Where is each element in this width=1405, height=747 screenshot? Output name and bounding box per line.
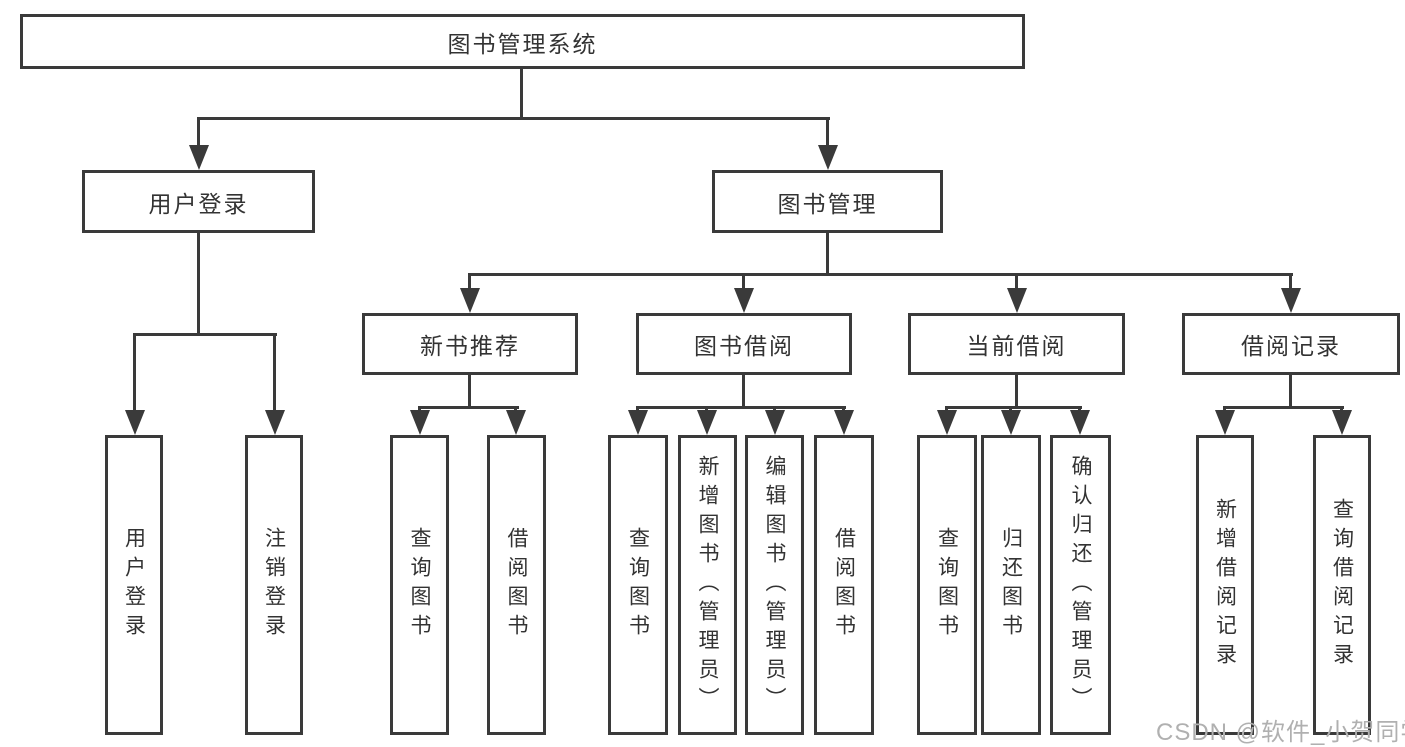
arrow-to-leaf-query-books-2 (636, 408, 639, 410)
arrow-to-leaf-add-book (705, 408, 708, 410)
leaf-user-login-label: 用户登录 (122, 527, 146, 643)
leaf-borrow-books-1: 借阅图书 (487, 435, 546, 735)
edge-current-borrow-branch (945, 406, 1082, 409)
node-user-login: 用户登录 (82, 170, 315, 233)
leaf-query-books-2: 查询图书 (608, 435, 668, 735)
arrow-to-borrow-records (1289, 276, 1292, 288)
leaf-borrow-books-2: 借阅图书 (814, 435, 874, 735)
arrow-to-new-book-recommend (468, 276, 471, 288)
edge-root-stem (520, 69, 523, 118)
leaf-query-books-1-label: 查询图书 (408, 527, 431, 643)
arrow-to-leaf-return-books (1009, 408, 1012, 410)
edge-user-login-stem (197, 233, 200, 336)
edge-new-book-stem (468, 375, 471, 408)
leaf-borrow-books-2-label: 借阅图书 (832, 527, 856, 643)
node-book-management: 图书管理 (712, 170, 943, 233)
arrow-to-leaf-confirm-return (1078, 408, 1081, 410)
arrow-to-book-borrow (742, 276, 745, 288)
leaf-query-books-3-label: 查询图书 (935, 527, 959, 643)
edge-current-borrow-stem (1015, 375, 1018, 408)
leaf-query-books-3: 查询图书 (917, 435, 977, 735)
arrow-to-leaf-query-books-3 (945, 408, 948, 410)
arrow-to-book-management (826, 118, 829, 145)
leaf-confirm-return-admin-label: 确认归还（管理员） (1069, 454, 1092, 716)
leaf-add-borrow-record: 新增借阅记录 (1196, 435, 1254, 735)
leaf-confirm-return-admin: 确认归还（管理员） (1050, 435, 1111, 735)
leaf-edit-book-admin: 编辑图书（管理员） (745, 435, 804, 735)
edge-borrow-records-branch (1223, 406, 1344, 409)
leaf-query-borrow-record-label: 查询借阅记录 (1330, 498, 1354, 672)
node-book-borrow: 图书借阅 (636, 313, 852, 375)
leaf-logout: 注销登录 (245, 435, 303, 735)
node-borrow-records: 借阅记录 (1182, 313, 1400, 375)
leaf-logout-label: 注销登录 (262, 527, 286, 643)
edge-borrow-records-stem (1289, 375, 1292, 408)
arrow-to-leaf-query-record (1340, 408, 1343, 410)
leaf-query-borrow-record: 查询借阅记录 (1313, 435, 1371, 735)
edge-root-branch (197, 117, 830, 120)
leaf-return-books: 归还图书 (981, 435, 1041, 735)
leaf-add-borrow-record-label: 新增借阅记录 (1213, 498, 1237, 672)
leaf-user-login: 用户登录 (105, 435, 163, 735)
leaf-borrow-books-1-label: 借阅图书 (505, 527, 528, 643)
edge-user-login-branch (133, 333, 277, 336)
arrow-to-leaf-add-record (1223, 408, 1226, 410)
arrow-to-leaf-query-books-1 (418, 408, 421, 410)
arrow-to-leaf-borrow-books-2 (842, 408, 845, 410)
edge-book-management-branch (468, 273, 1293, 276)
arrow-to-leaf-user-login (133, 336, 136, 410)
arrow-to-leaf-edit-book (773, 408, 776, 410)
leaf-add-book-admin: 新增图书（管理员） (678, 435, 737, 735)
leaf-edit-book-admin-label: 编辑图书（管理员） (763, 454, 786, 716)
node-library-management-system: 图书管理系统 (20, 14, 1025, 69)
leaf-query-books-2-label: 查询图书 (626, 527, 650, 643)
node-new-book-recommend: 新书推荐 (362, 313, 578, 375)
arrow-to-current-borrow (1015, 276, 1018, 288)
leaf-query-books-1: 查询图书 (390, 435, 449, 735)
csdn-watermark: CSDN @软件_小贺同学 (1156, 719, 1405, 746)
arrow-to-user-login (197, 118, 200, 145)
edge-book-borrow-branch (636, 406, 846, 409)
leaf-return-books-label: 归还图书 (999, 527, 1023, 643)
edge-book-borrow-stem (742, 375, 745, 408)
arrow-to-leaf-logout (273, 336, 276, 410)
node-current-borrow: 当前借阅 (908, 313, 1125, 375)
edge-book-management-stem (826, 233, 829, 275)
edge-new-book-branch (418, 406, 519, 409)
arrow-to-leaf-borrow-books-1 (514, 408, 517, 410)
leaf-add-book-admin-label: 新增图书（管理员） (696, 454, 719, 716)
